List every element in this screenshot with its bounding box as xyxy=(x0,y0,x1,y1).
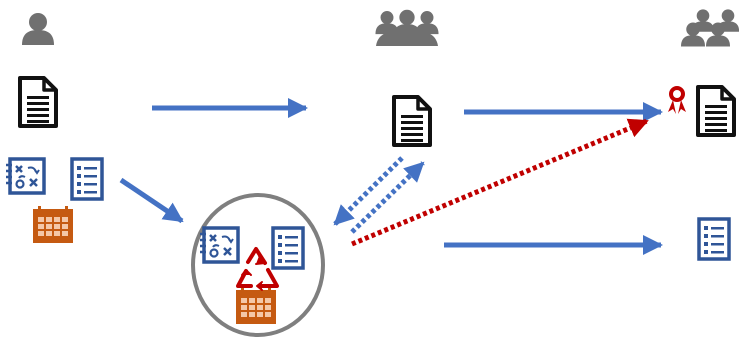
strategy-board-icon xyxy=(198,226,240,264)
checklist-icon xyxy=(70,157,104,201)
document-icon xyxy=(696,85,736,137)
strategy-board-icon xyxy=(4,157,46,195)
reuse-pool xyxy=(191,193,325,337)
arrow-artifacts-to-pool xyxy=(119,177,184,224)
document-icon xyxy=(392,95,432,147)
document-icon xyxy=(18,76,58,128)
checklist-icon xyxy=(271,226,305,270)
recycle-icon xyxy=(236,247,279,291)
large-group-icon xyxy=(681,9,739,47)
award-ribbon-icon xyxy=(668,86,686,114)
arrow-group-pool-exchange xyxy=(333,156,425,234)
group-icon xyxy=(375,9,439,46)
single-person-icon xyxy=(22,13,54,45)
calendar-icon xyxy=(236,287,276,324)
calendar-icon xyxy=(33,206,73,243)
checklist-icon xyxy=(697,217,731,261)
arrow-pool-to-organization-document xyxy=(351,118,649,247)
